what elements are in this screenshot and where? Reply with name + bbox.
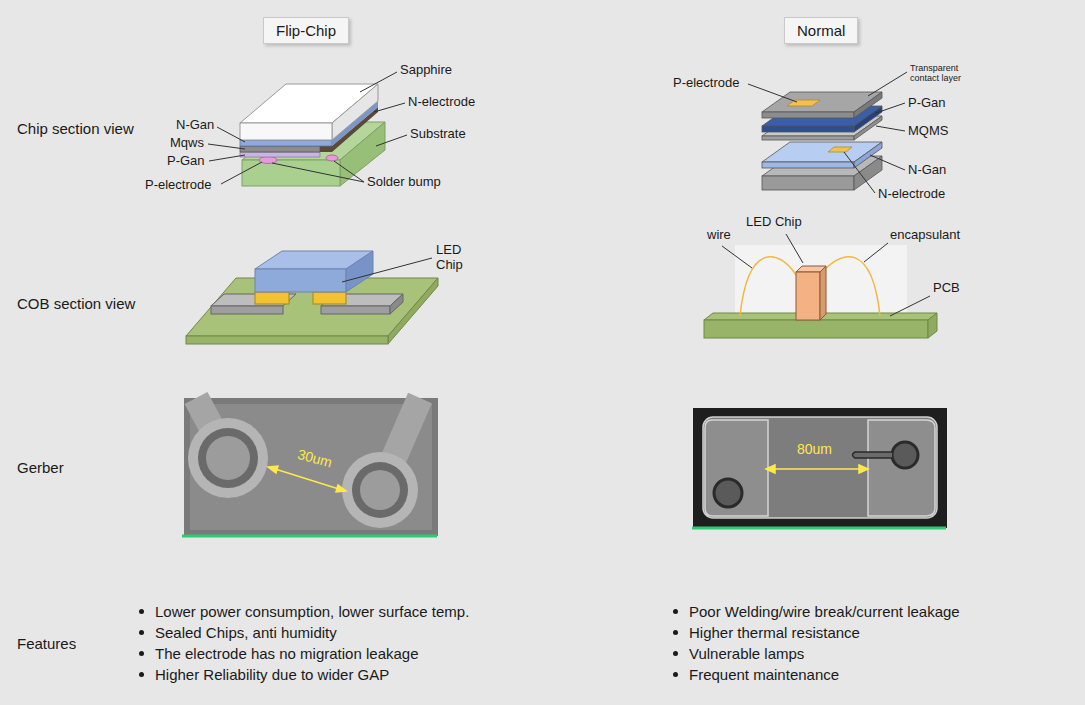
part-label: encapsulant (890, 228, 960, 243)
column-header-box: Normal (784, 17, 858, 44)
part-label: Solder bump (367, 175, 441, 190)
bullet (139, 672, 144, 677)
feature-item: Lower power consumption, lower surface t… (155, 603, 469, 620)
feature-item: The electrode has no migration leakage (155, 645, 419, 662)
part-label: Sapphire (400, 63, 452, 78)
bullet (139, 630, 144, 635)
feature-item: Higher Reliability due to wider GAP (155, 666, 389, 683)
part-label: wire (707, 228, 731, 243)
dimension: 80um (797, 441, 832, 457)
part-label: PCB (933, 281, 960, 296)
part-label: N-Gan (908, 163, 946, 178)
column-header: Normal (797, 22, 845, 39)
part-label: N-electrode (878, 187, 945, 202)
row-label: Gerber (17, 459, 64, 476)
part-label: LED Chip (746, 215, 802, 230)
column-header-box: Flip-Chip (263, 17, 349, 44)
part-label: Transparent contact layer (910, 63, 980, 84)
part-label: P-electrode (145, 178, 211, 193)
feature-item: Higher thermal resistance (689, 624, 860, 641)
part-label: P-Gan (167, 154, 205, 169)
part-label: LED Chip (436, 243, 472, 273)
part-label: N-electrode (408, 95, 475, 110)
bullet (673, 651, 678, 656)
row-label: Chip section view (17, 120, 134, 137)
row-label: Features (17, 635, 76, 652)
bullet (673, 672, 678, 677)
feature-item: Frequent maintenance (689, 666, 839, 683)
column-header: Flip-Chip (276, 22, 336, 39)
part-label: P-Gan (908, 96, 946, 111)
part-label: Substrate (410, 127, 466, 142)
bullet (139, 609, 144, 614)
feature-item: Poor Welding/wire break/current leakage (689, 603, 960, 620)
row-label: COB section view (17, 295, 135, 312)
feature-item: Vulnerable lamps (689, 645, 804, 662)
part-label: N-Gan (176, 118, 214, 133)
bullet (673, 630, 678, 635)
part-label: Mqws (170, 136, 204, 151)
part-label: MQMS (908, 124, 948, 139)
bullet (139, 651, 144, 656)
feature-item: Sealed Chips, anti humidity (155, 624, 337, 641)
bullet (673, 609, 678, 614)
part-label: P-electrode (673, 76, 739, 91)
